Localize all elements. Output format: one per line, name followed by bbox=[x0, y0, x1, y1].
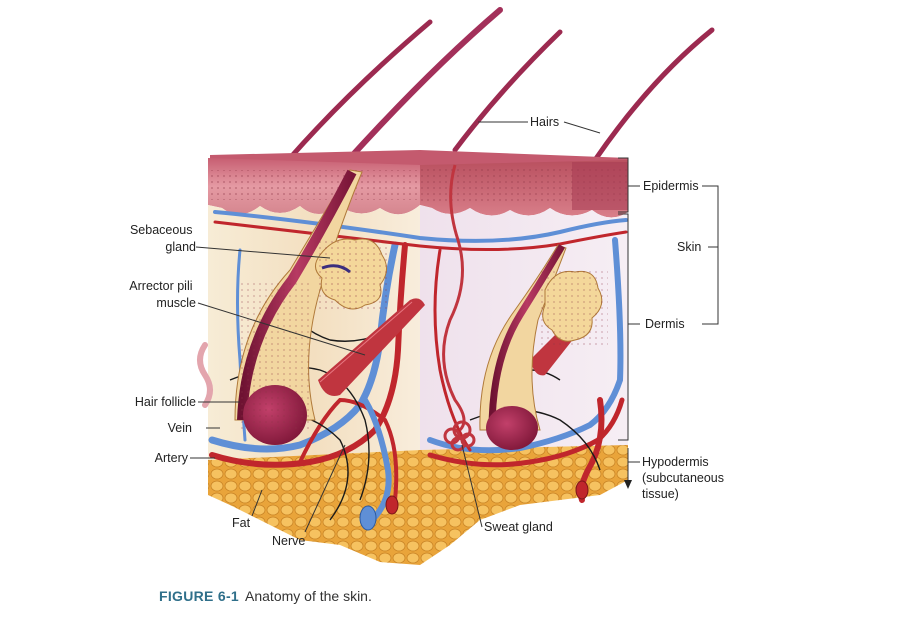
hair-shafts bbox=[287, 7, 715, 163]
hypodermis-front bbox=[208, 450, 420, 565]
hypodermis-side bbox=[420, 445, 628, 565]
sebaceous-gland-front bbox=[315, 238, 390, 310]
hair-follicle-side bbox=[479, 244, 608, 450]
figure-number: FIGURE 6-1 bbox=[159, 588, 240, 604]
label-hypodermis: Hypodermis (subcutaneous tissue) bbox=[642, 455, 728, 501]
hair-follicle-front bbox=[234, 169, 363, 445]
label-vein: Vein bbox=[168, 421, 192, 435]
sweat-gland bbox=[442, 164, 476, 452]
figure-title: Anatomy of the skin. bbox=[245, 588, 372, 604]
vessel-cut-ends bbox=[359, 480, 589, 531]
label-sebaceous-gland: Sebaceous gland bbox=[130, 223, 196, 254]
label-hairs: Hairs bbox=[530, 115, 559, 129]
label-skin: Skin bbox=[677, 240, 701, 254]
label-dermis: Dermis bbox=[645, 317, 685, 331]
label-fat: Fat bbox=[232, 516, 251, 530]
label-arrector-pili: Arrector pili muscle bbox=[129, 279, 196, 310]
leader-lines bbox=[190, 121, 719, 533]
label-hair-follicle: Hair follicle bbox=[135, 395, 196, 409]
label-sweat-gland: Sweat gland bbox=[484, 520, 553, 534]
diagram-labels: Hairs Epidermis Skin Dermis Hypodermis (… bbox=[129, 115, 728, 548]
label-artery: Artery bbox=[155, 451, 189, 465]
label-nerve: Nerve bbox=[272, 534, 305, 548]
label-epidermis: Epidermis bbox=[643, 179, 699, 193]
figure-caption: FIGURE 6-1 Anatomy of the skin. bbox=[159, 588, 372, 604]
